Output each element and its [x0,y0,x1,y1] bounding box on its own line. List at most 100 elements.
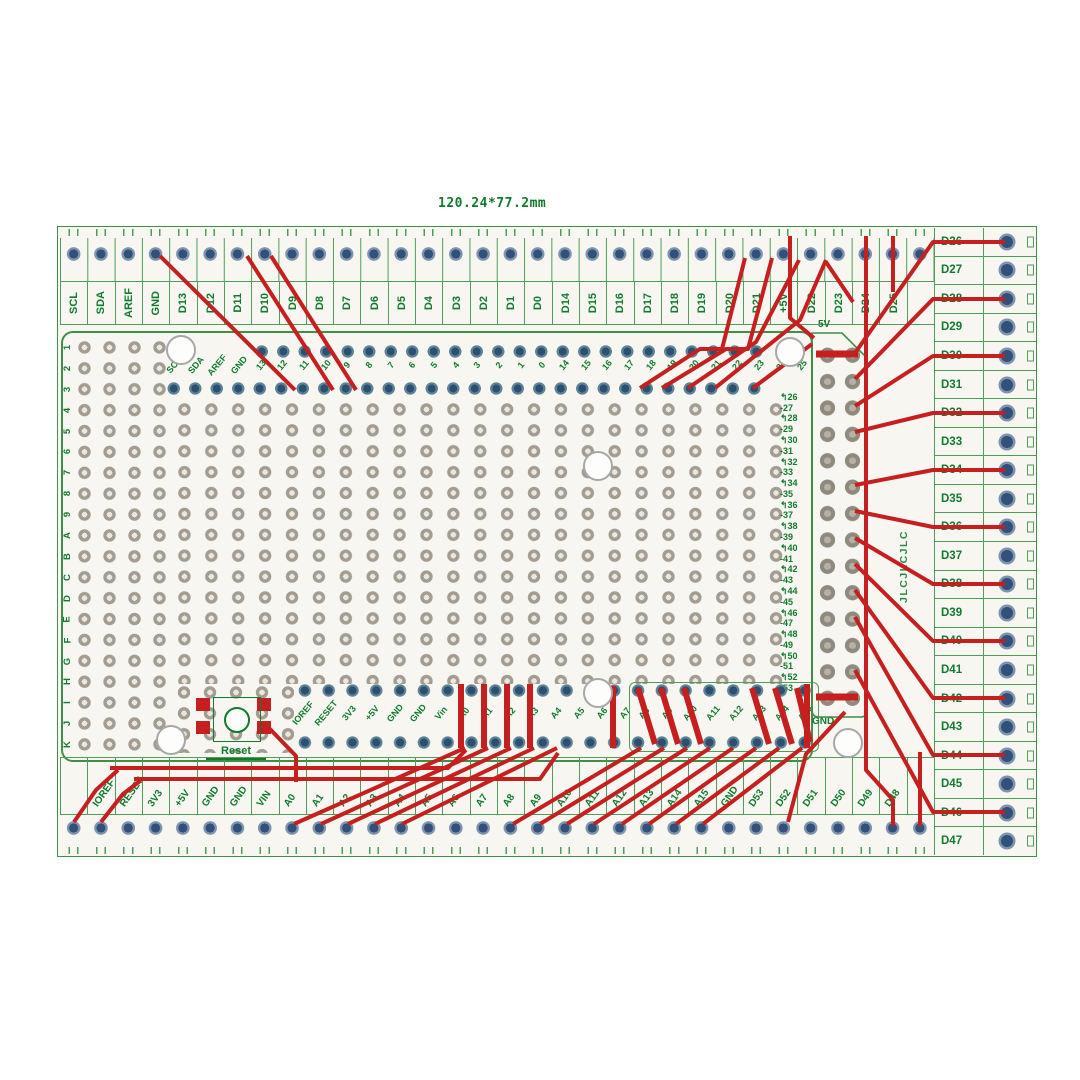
top-pin-label: D12 [204,292,217,314]
analog-pin-cell: A1 [475,699,498,727]
right-pin-hole [1001,663,1013,676]
right-pin-row: D38 [935,570,1036,600]
right-pin-hole [1001,721,1013,734]
inner-top-pin-label: 14 [556,357,571,373]
power-pin-label: Vin [432,704,449,722]
inner-top-holes-row-1 [251,341,768,362]
analog-pin-cell: A10 [678,699,701,727]
mid-right-pin-number: -49 [780,639,794,650]
inner-top-pin-cell: 7 [380,352,402,378]
inner-top-pin-label: 16 [600,357,615,373]
bottom-pin-cell: D49 [852,758,879,814]
inner-top-pin-label: 8 [363,359,375,371]
bottom-pin-label: D49 [855,787,876,809]
top-pin-label: GND [150,290,163,316]
bottom-pin-cell: A3 [360,758,387,814]
mounting-hole [156,725,186,755]
inner-top-pin-label: 17 [621,357,636,373]
right-pin-label: D35 [935,484,984,513]
bottom-pin-label: A6 [446,792,463,809]
top-pin-label: D21 [750,292,763,314]
right-edge-pad [1027,407,1034,419]
analog-pin-cell: A4 [544,699,567,727]
mid-right-pin-number: -47 [780,618,794,629]
top-pin-label: D2 [477,295,490,311]
right-pin-label: D42 [935,684,984,713]
bottom-pin-cell: A9 [524,758,551,814]
right-pin-row: D35 [935,484,1036,514]
top-pin-cell: D1 [497,282,524,324]
top-pin-cell: SCL [60,282,87,324]
power-pin-cell: IOREF [290,699,315,727]
power-header-5v-label: 5V [818,319,831,330]
inner-top-pin-cell: 5 [423,352,445,378]
bottom-pin-cell: D53 [742,758,770,814]
top-pin-cell: D20 [715,282,743,324]
top-pin-cell: D10 [251,282,278,324]
mid-right-pin-number: -37 [780,510,794,521]
top-pin-label: D8 [313,295,326,311]
top-pin-cell: D17 [633,282,661,324]
power-pin-cell: Vin [429,699,452,727]
inner-top-pin-cell: 11 [293,352,315,378]
top-pin-cell: D8 [305,282,333,324]
bottom-pin-cell: GND [715,758,743,814]
right-edge-pad [1027,521,1034,533]
right-edge-pad [1027,578,1034,590]
inner-top-pin-cell: 14 [553,352,575,378]
mid-right-pin-number: ↰26 [780,391,798,402]
right-pin-row: D44 [935,741,1036,771]
right-pin-label: D38 [935,570,984,599]
inner-top-pin-cell: GND [228,352,250,378]
analog-pin-label: A1 [478,705,495,721]
analog-pin-cell: A2 [498,699,521,727]
right-edge-pad [1027,264,1034,276]
right-edge-pad [1027,321,1034,333]
bottom-pin-label: VIN [255,789,274,809]
bottom-pin-label: D53 [746,787,767,809]
bottom-pin-cell: RESET [114,758,147,814]
analog-pin-label: A10 [680,703,699,723]
inner-top-pin-label: 2 [493,359,505,371]
right-pin-row: D33 [935,427,1036,457]
power-pin-label: +5V [362,703,381,723]
right-pin-hole [1001,378,1013,391]
top-pin-cell: D4 [415,282,442,324]
bottom-pin-cell: D50 [824,758,852,814]
inner-top-pin-cell: 3 [466,352,488,378]
right-pin-hole [1001,292,1013,305]
silkscreen-jlc-text: JLCJLCJLC [898,529,910,603]
top-pin-label: D10 [259,292,272,314]
top-pin-label: D14 [559,292,572,314]
right-pin-label: D32 [935,399,984,427]
analog-pin-label: A9 [658,705,675,721]
right-pin-row: D32 [935,399,1036,428]
top-pin-cell: D9 [278,282,306,324]
inner-top-pin-label: 3 [471,359,483,371]
right-pin-hole [1001,492,1013,505]
bottom-pin-cell: A4 [387,758,415,814]
bottom-pin-label: A3 [364,792,381,809]
bottom-pin-label: A11 [582,788,602,809]
top-pin-label: D16 [614,292,627,314]
right-edge-pad [1027,436,1034,448]
right-pin-row: D31 [935,370,1036,400]
bottom-pin-label: D52 [773,787,794,809]
right-pin-row: D34 [935,456,1036,485]
inner-top-pin-cell: 20 [683,352,705,378]
analog-pin-label: A3 [524,705,541,721]
inner-top-pin-cell: 15 [575,352,597,378]
right-pin-row: D39 [935,599,1036,628]
right-pin-row: D37 [935,542,1036,571]
breadboard-holes-left [72,337,172,755]
top-pin-label: D25 [887,292,900,314]
right-pin-label: D31 [935,370,984,399]
right-pin-row: D42 [935,684,1036,714]
top-pin-cell: D15 [578,282,606,324]
right-edge-pad [1027,693,1034,705]
top-pin-cell: D24 [852,282,879,324]
right-pin-label: D41 [935,656,984,684]
inner-top-pin-label: 0 [536,359,548,371]
right-edge-pad [1027,236,1034,248]
